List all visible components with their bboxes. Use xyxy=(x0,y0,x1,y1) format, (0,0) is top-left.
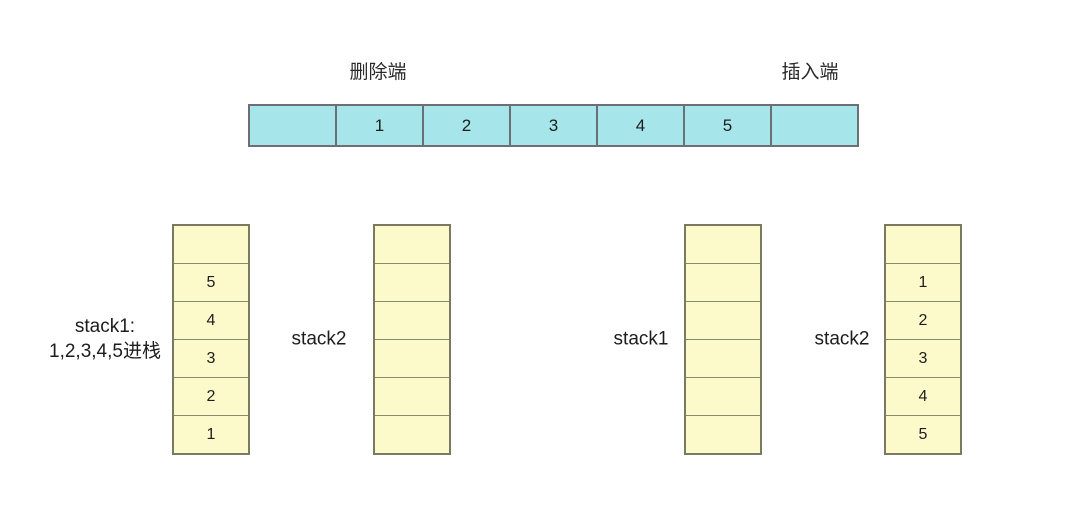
queue-cell: 4 xyxy=(598,106,685,145)
stack1-right-column xyxy=(684,224,762,455)
stack-cell xyxy=(375,264,449,302)
queue-insert-end-label: 插入端 xyxy=(781,62,839,83)
stack1-left-column: 5 4 3 2 1 xyxy=(172,224,250,455)
stack2-left-label: stack2 xyxy=(292,327,347,352)
stack-cell xyxy=(375,302,449,340)
queue-end-labels: 删除端 插入端 xyxy=(0,58,1080,88)
queue-cell: 2 xyxy=(424,106,511,145)
stack-cell xyxy=(686,264,760,302)
stack-cell xyxy=(174,226,248,264)
stack-cell xyxy=(686,302,760,340)
stack2-right-label: stack2 xyxy=(815,327,870,352)
stack2-right-label-line1: stack2 xyxy=(814,328,870,350)
stack1-left-label-line1: stack1: xyxy=(74,316,136,337)
stack-cell: 5 xyxy=(886,416,960,453)
queue-cell: 1 xyxy=(337,106,424,145)
stack-cell xyxy=(886,226,960,264)
stack1-right-label-line1: stack1 xyxy=(613,328,669,350)
stack-cell: 4 xyxy=(174,302,248,340)
stack-cell xyxy=(686,416,760,453)
stack-cell: 4 xyxy=(886,378,960,416)
stack2-left-column xyxy=(373,224,451,455)
stack1-right-label: stack1 xyxy=(614,327,669,352)
stack-cell: 5 xyxy=(174,264,248,302)
stack-cell: 3 xyxy=(174,340,248,378)
stack2-right-column: 1 2 3 4 5 xyxy=(884,224,962,455)
stack1-left-label: stack1: 1,2,3,4,5进栈 xyxy=(49,314,161,364)
stack-cell: 1 xyxy=(886,264,960,302)
queue-cell: 3 xyxy=(511,106,598,145)
stack-cell: 1 xyxy=(174,416,248,453)
stack2-left-label-line1: stack2 xyxy=(291,328,347,350)
queue-cell xyxy=(772,106,857,145)
queue-cell: 5 xyxy=(685,106,772,145)
stack-cell: 2 xyxy=(886,302,960,340)
stack-cell xyxy=(686,340,760,378)
stack-cell xyxy=(375,416,449,453)
stack1-left-label-line2: 1,2,3,4,5进栈 xyxy=(49,341,161,362)
stack-cell xyxy=(375,340,449,378)
stack-cell: 3 xyxy=(886,340,960,378)
queue-bar: 1 2 3 4 5 xyxy=(248,104,859,147)
stack-cell xyxy=(375,226,449,264)
stack-cell xyxy=(375,378,449,416)
stacks-row: stack1: 1,2,3,4,5进栈 5 4 3 2 1 stack2 sta… xyxy=(0,224,1080,455)
queue-delete-end-label: 删除端 xyxy=(349,62,407,83)
stack-cell xyxy=(686,378,760,416)
stack-cell xyxy=(686,226,760,264)
queue-cell xyxy=(250,106,337,145)
stack-cell: 2 xyxy=(174,378,248,416)
